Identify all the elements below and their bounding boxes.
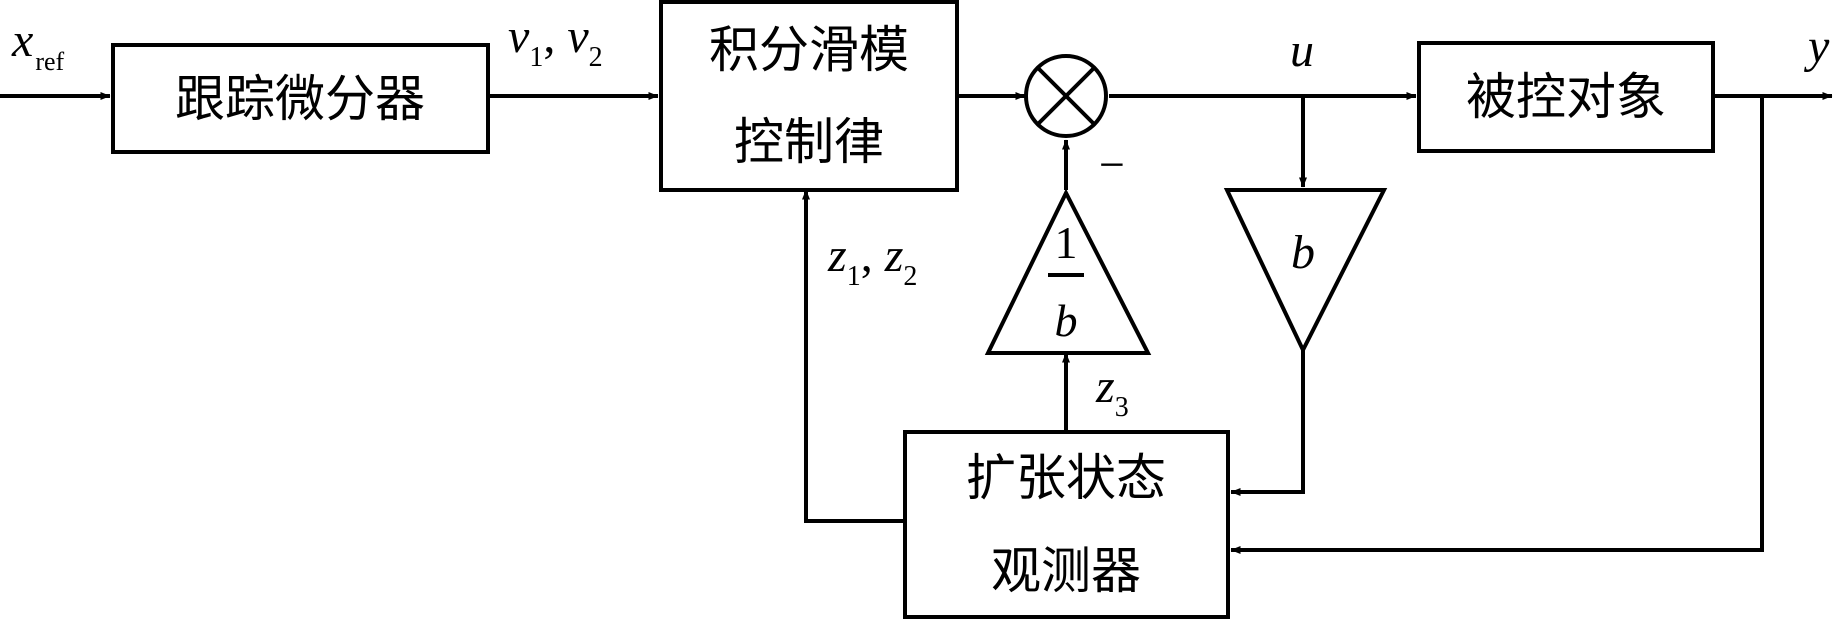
sum-minus-sign: − (1099, 139, 1125, 190)
signal-control-u-label: u (1290, 24, 1314, 77)
signal-input-label: xref (11, 14, 65, 76)
gain-b-label: b (1291, 226, 1315, 279)
gain-inverse-b-block: 1 b (984, 188, 1152, 355)
summing-junction (1024, 54, 1108, 138)
tracking-differentiator-label: 跟踪微分器 (175, 70, 425, 128)
wire-output-feedback-to-eso (1230, 96, 1764, 554)
signal-wires (0, 92, 1833, 554)
plant-label: 被控对象 (1466, 68, 1666, 126)
wire-gain-b-to-eso (1230, 350, 1305, 496)
gain-b-block: b (1223, 188, 1388, 355)
tracking-differentiator-block: 跟踪微分器 (111, 43, 490, 154)
signal-output-y-label: y (1803, 20, 1830, 73)
sliding-mode-controller-block: 积分滑模 控制律 (659, 0, 959, 192)
wire-eso-states-to-controller (802, 189, 905, 523)
signal-ref-outputs-label: v1, v2 (508, 10, 603, 73)
plant-block: 被控对象 (1417, 41, 1715, 153)
extended-state-observer-block: 扩张状态 观测器 (903, 430, 1230, 619)
gain-inverse-numerator: 1 (1055, 217, 1078, 268)
eso-label-line1: 扩张状态 (966, 449, 1166, 507)
eso-label-line2: 观测器 (991, 542, 1141, 600)
controller-label-line2: 控制律 (734, 113, 884, 171)
controller-label-line1: 积分滑模 (709, 21, 909, 79)
signal-states-label: z1, z2 (827, 229, 917, 292)
gain-inverse-denominator: b (1055, 295, 1078, 346)
signal-disturbance-label: z3 (1095, 360, 1129, 423)
